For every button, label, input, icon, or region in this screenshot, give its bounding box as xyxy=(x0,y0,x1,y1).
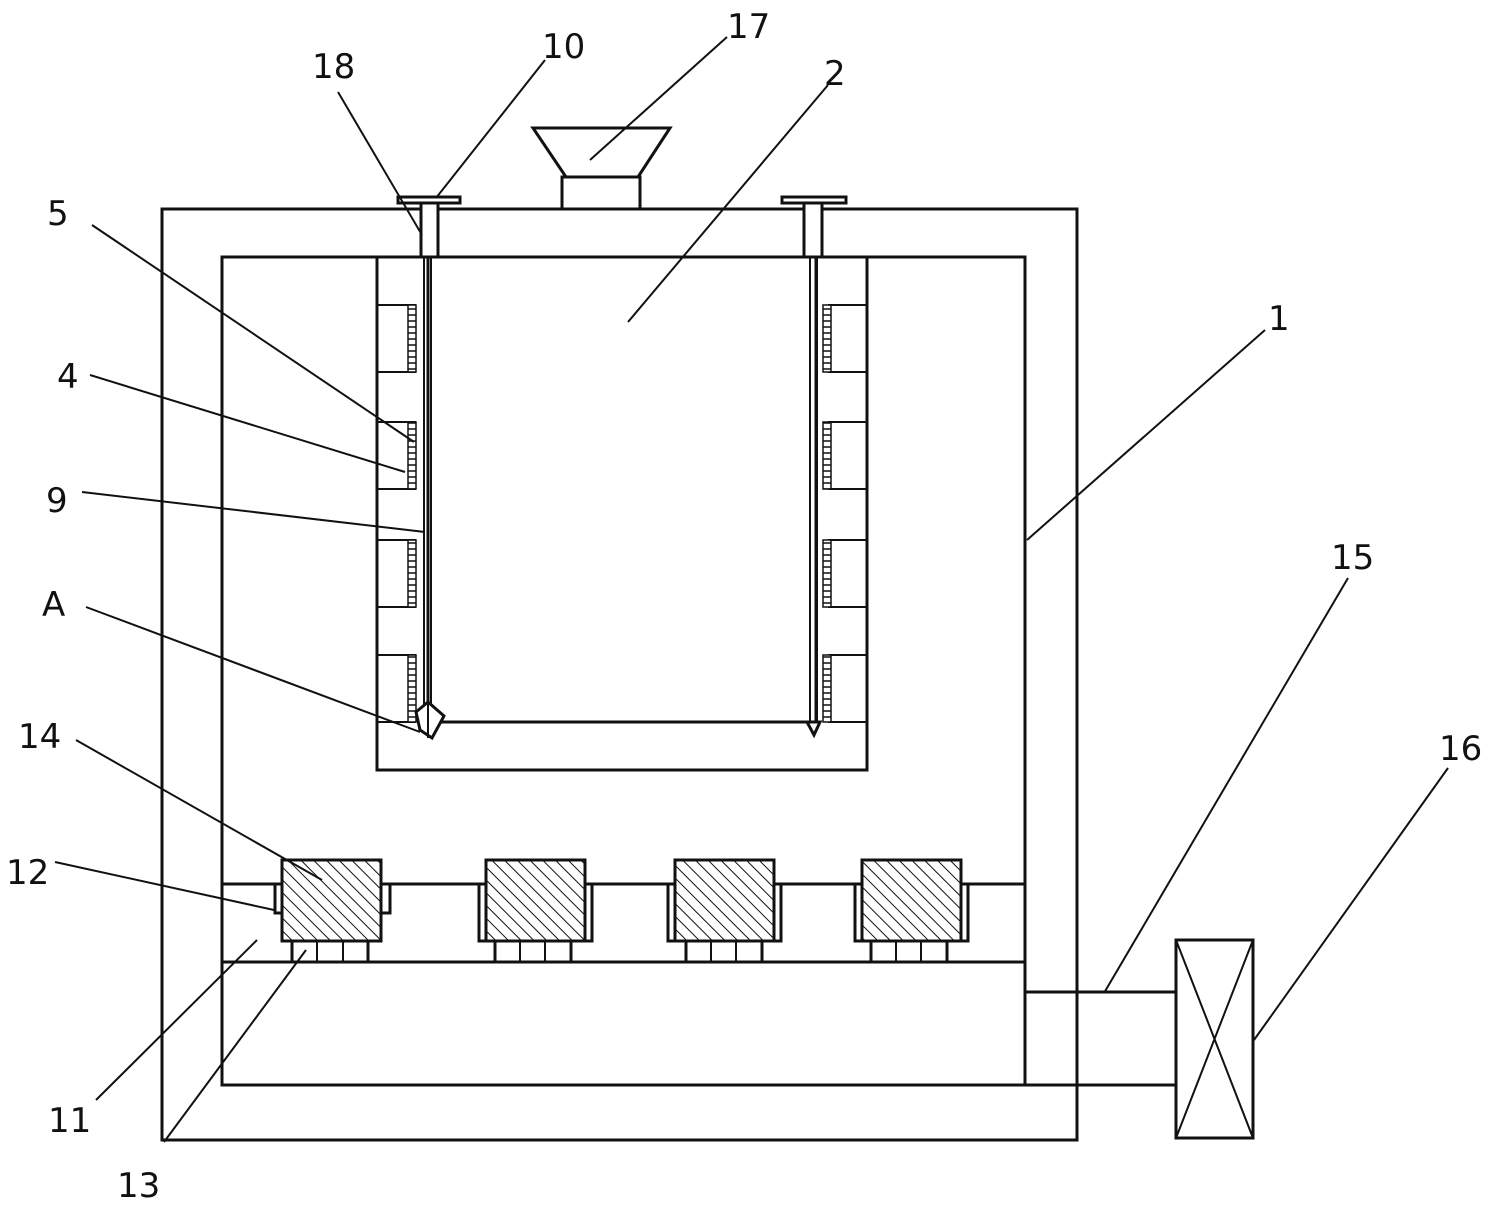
callout-labels: 18 10 17 2 1 5 4 9 A 14 12 11 13 15 16 xyxy=(6,7,1482,1206)
inner-chamber xyxy=(375,255,869,772)
label-14: 14 xyxy=(18,717,61,757)
right-wall-blocks xyxy=(822,304,867,723)
label-13: 13 xyxy=(117,1166,160,1206)
label-16: 16 xyxy=(1439,729,1482,769)
label-12: 12 xyxy=(6,853,49,893)
label-15: 15 xyxy=(1331,538,1374,578)
left-wall-blocks xyxy=(377,304,417,723)
heating-block-4 xyxy=(853,858,970,964)
label-9: 9 xyxy=(46,481,68,521)
valve xyxy=(1174,938,1255,1140)
label-4: 4 xyxy=(57,357,79,397)
feed-hopper xyxy=(530,126,673,211)
heating-block-3 xyxy=(666,858,783,964)
leader-lines xyxy=(54,36,1449,1143)
label-5: 5 xyxy=(47,194,69,234)
right-screw-rod xyxy=(780,195,848,739)
label-1: 1 xyxy=(1268,299,1290,339)
left-screw-rod xyxy=(396,195,462,741)
label-11: 11 xyxy=(48,1101,91,1141)
heating-block-2 xyxy=(477,858,594,964)
heating-block-1 xyxy=(273,858,392,964)
outer-housing xyxy=(160,207,1079,1142)
label-A: A xyxy=(42,585,65,625)
label-10: 10 xyxy=(542,27,585,67)
label-2: 2 xyxy=(824,54,846,94)
label-18: 18 xyxy=(312,47,355,87)
label-17: 17 xyxy=(727,7,770,47)
outlet-pipe xyxy=(1023,962,1176,1087)
